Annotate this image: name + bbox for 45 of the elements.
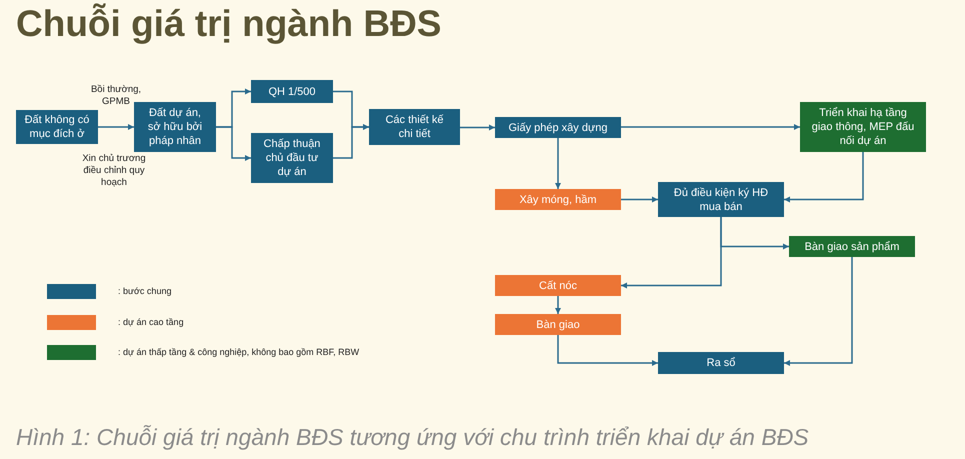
arrow: [98, 124, 134, 130]
step-label: Đất không có mục đích ở: [24, 113, 90, 141]
arrow: [555, 138, 561, 189]
step-label: Bàn giao: [536, 318, 580, 332]
step-label: Các thiết kế chi tiết: [384, 113, 445, 141]
process-box: [369, 109, 460, 145]
step-label: Chấp thuận chủ đầu tư dự án: [262, 137, 322, 179]
title: Chuỗi giá trị ngành BĐS: [16, 2, 442, 46]
note-text: Xin chủ trương điều chỉnh quy hoạch: [81, 153, 147, 189]
arrow: [621, 217, 722, 288]
step-label: Cất nóc: [539, 278, 577, 292]
process-box: [495, 314, 621, 335]
step-label: Ra sổ: [706, 356, 736, 370]
arrow: [333, 124, 369, 159]
arrow: [555, 296, 561, 314]
step-label: QH 1/500: [268, 84, 316, 98]
process-box: [251, 133, 333, 183]
process-box: [134, 102, 216, 152]
process-box: [495, 117, 621, 138]
step-label: Đủ điều kiện ký HĐ mua bán: [672, 186, 770, 214]
step-label: Xây móng, hầm: [519, 192, 597, 206]
process-box: [658, 182, 784, 217]
step-label: Đất dự án, sở hữu bởi pháp nhân: [146, 106, 204, 148]
process-box: [789, 236, 915, 257]
step-label: Triển khai hạ tầng giao thông, MEP đấu nối dự án: [810, 106, 916, 148]
arrow: [621, 124, 800, 130]
edge-label: Bồi thường, GPMB: [90, 84, 142, 108]
legend-text: : bước chung: [118, 285, 172, 298]
arrow: [621, 196, 658, 202]
process-box: [495, 189, 621, 210]
process-box: [495, 275, 621, 296]
step-label: Giấy phép xây dựng: [508, 120, 608, 134]
legend-text: : dự án thấp tầng & công nghiệp, không bao gồm RBF, RBW: [118, 346, 360, 359]
process-box: [16, 110, 98, 144]
process-box: [658, 352, 784, 374]
arrow: [784, 152, 864, 202]
caption: Hình 1: Chuỗi giá trị ngành BĐS tương ứng với chu trình triển khai dự án BĐS: [16, 423, 809, 452]
step-label: Bàn giao sản phẩm: [804, 240, 900, 254]
arrow: [216, 126, 251, 161]
process-box: [251, 80, 333, 103]
arrow: [557, 335, 658, 366]
process-box: [800, 102, 926, 152]
arrow: [460, 124, 495, 130]
legend-text: : dự án cao tầng: [118, 316, 184, 329]
arrow: [784, 257, 853, 366]
